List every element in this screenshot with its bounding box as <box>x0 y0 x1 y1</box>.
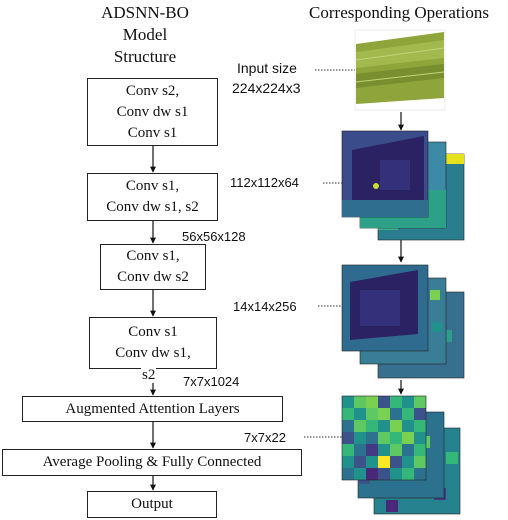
block-line: Conv dw s1, s2 <box>106 199 199 215</box>
block-conv-4: Conv s1 Conv dw s1, <box>89 317 217 369</box>
block-line: Augmented Attention Layers <box>65 400 240 417</box>
block-conv-3: Conv s1, Conv dw s2 <box>100 244 206 290</box>
model-structure-title: ADSNN-BO Model Structure <box>85 2 205 68</box>
model-title-line-2: Model <box>122 25 168 44</box>
feature-map-7x7x22 <box>341 395 461 515</box>
block-line: Conv s1, <box>126 248 180 264</box>
block-line: Conv dw s2 <box>117 269 189 285</box>
model-title-line-1: ADSNN-BO <box>101 3 189 22</box>
block-line: Average Pooling & Fully Connected <box>42 454 262 470</box>
block-conv-1: Conv s2, Conv dw s1 Conv s1 <box>87 78 218 146</box>
block-line: Conv dw s1, <box>115 345 191 361</box>
block-attention: Augmented Attention Layers <box>22 396 283 422</box>
feature-map-14 <box>341 264 465 379</box>
feature-map-112 <box>341 130 465 241</box>
block-conv-2: Conv s1, Conv dw s1, s2 <box>87 173 218 221</box>
dim-label-56: 56x56x128 <box>182 229 246 244</box>
block-line: Conv s1, <box>125 178 180 194</box>
block-pooling-fc: Average Pooling & Fully Connected <box>2 449 302 476</box>
dim-label-14: 14x14x256 <box>233 299 297 314</box>
input-size-label: Input size <box>237 60 297 76</box>
block-line: Output <box>131 496 173 512</box>
model-title-line-3: Structure <box>113 47 177 66</box>
block-line: Conv s1 <box>127 124 178 141</box>
dim-label-7x7x22: 7x7x22 <box>244 430 286 445</box>
block-line: Conv s1 <box>128 324 178 340</box>
block-line: Conv s2, <box>125 82 180 99</box>
dim-label-7x7x1024: 7x7x1024 <box>183 374 240 389</box>
block-output: Output <box>87 491 217 518</box>
input-leaf-image <box>354 29 446 111</box>
operations-title: Corresponding Operations <box>309 3 489 22</box>
block-line: Conv dw s1 <box>116 103 189 120</box>
input-size-value: 224x224x3 <box>232 80 301 96</box>
dim-label-112: 112x112x64 <box>230 175 299 190</box>
block-overflow-text: s2 <box>141 367 157 384</box>
